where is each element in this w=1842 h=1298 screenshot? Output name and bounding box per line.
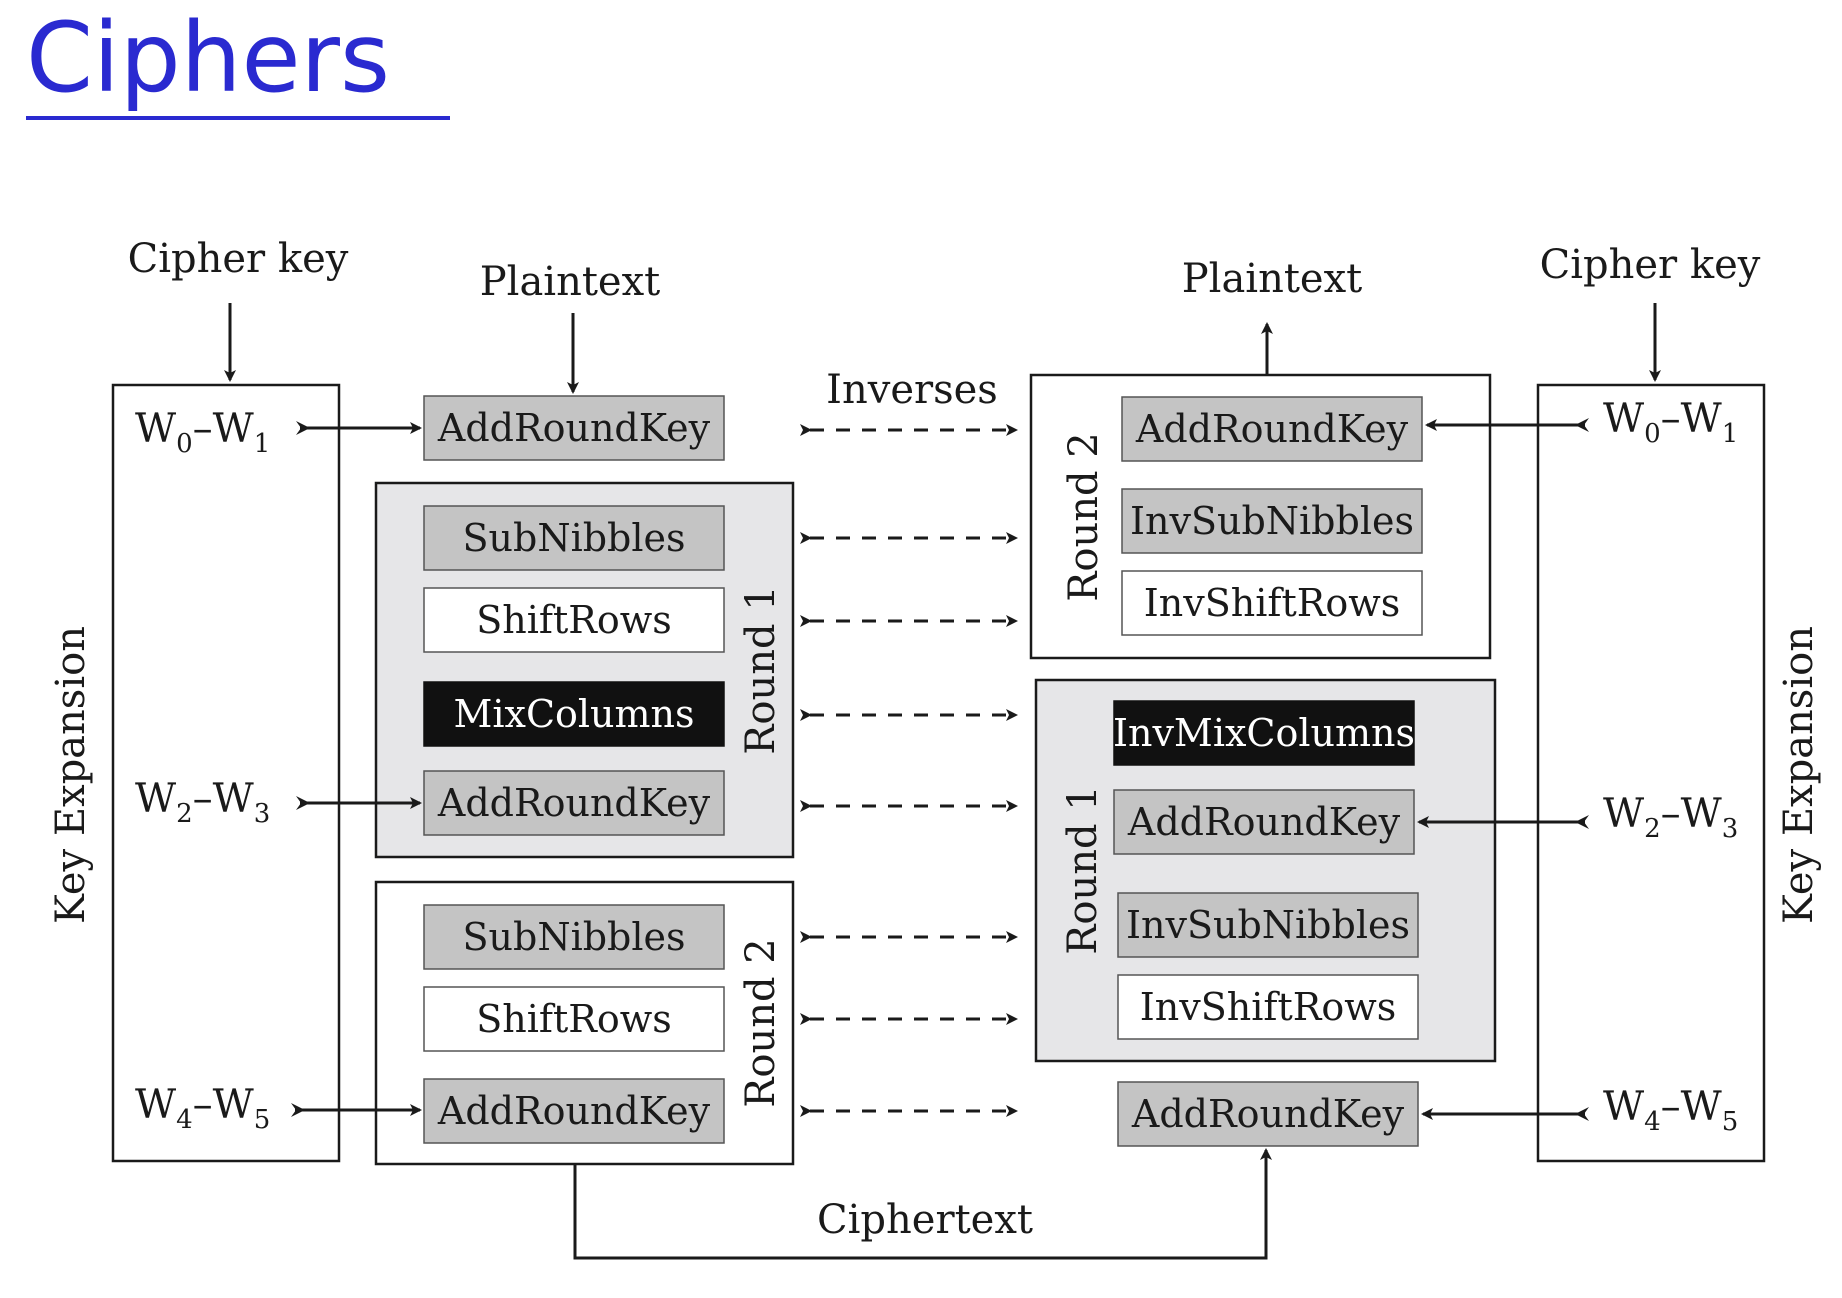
decrypt-r2-addroundkey: AddRoundKey (1121, 396, 1423, 462)
decrypt-post-addroundkey: AddRoundKey (1117, 1081, 1419, 1147)
svg-text:InvShiftRows: InvShiftRows (1144, 581, 1400, 625)
svg-text:InvSubNibbles: InvSubNibbles (1130, 499, 1414, 543)
ciphertext-path (573, 1148, 1272, 1260)
encrypt-round2-label: Round 2 (738, 938, 784, 1108)
key-word-w4-w5-right: W4–W5 (1603, 1084, 1738, 1137)
cipher-key-left-label: Cipher key (128, 236, 349, 282)
encrypt-round1-label: Round 1 (738, 585, 784, 755)
svg-text:AddRoundKey: AddRoundKey (437, 781, 711, 825)
svg-text:InvSubNibbles: InvSubNibbles (1126, 903, 1410, 947)
decrypt-r1-invsubnibbles: InvSubNibbles (1117, 892, 1419, 958)
encrypt-r2-addroundkey: AddRoundKey (423, 1078, 725, 1144)
ciphertext-label: Ciphertext (817, 1197, 1033, 1243)
svg-text:AddRoundKey: AddRoundKey (1127, 800, 1401, 844)
key-word-w0-w1-right: W0–W1 (1603, 396, 1738, 449)
decrypt-round1-label: Round 1 (1060, 785, 1106, 955)
svg-text:InvShiftRows: InvShiftRows (1140, 985, 1396, 1029)
decrypt-r2-invsubnibbles: InvSubNibbles (1121, 488, 1423, 554)
encrypt-r2-shiftrows: ShiftRows (423, 986, 725, 1052)
svg-text:AddRoundKey: AddRoundKey (1131, 1092, 1405, 1136)
svg-text:SubNibbles: SubNibbles (462, 915, 685, 959)
cipher-key-right-label: Cipher key (1540, 242, 1761, 288)
encrypt-r1-mixcolumns: MixColumns (423, 681, 725, 747)
svg-text:ShiftRows: ShiftRows (476, 997, 672, 1041)
encrypt-r1-addroundkey: AddRoundKey (423, 770, 725, 836)
key-word-w0-w1-left: W0–W1 (135, 406, 270, 459)
decrypt-r2-invshiftrows: InvShiftRows (1121, 570, 1423, 636)
svg-text:MixColumns: MixColumns (453, 692, 694, 736)
svg-text:AddRoundKey: AddRoundKey (1135, 407, 1409, 451)
key-word-w2-w3-right: W2–W3 (1603, 791, 1738, 844)
inverses-label: Inverses (826, 367, 998, 413)
inverse-arrows (800, 424, 1018, 1117)
key-word-w2-w3-left: W2–W3 (135, 776, 270, 829)
page-title: Ciphers (26, 2, 391, 114)
key-expansion-left-panel (111, 383, 341, 1163)
encrypt-r2-subnibbles: SubNibbles (423, 904, 725, 970)
key-expansion-right-label: Key Expansion (1776, 626, 1822, 924)
key-word-w4-w5-left: W4–W5 (135, 1082, 270, 1135)
key-expansion-right-panel (1536, 383, 1766, 1163)
encrypt-pre-addroundkey: AddRoundKey (423, 395, 725, 461)
encrypt-r1-subnibbles: SubNibbles (423, 505, 725, 571)
key-expansion-left-label: Key Expansion (48, 626, 94, 924)
svg-text:AddRoundKey: AddRoundKey (437, 406, 711, 450)
decrypt-r1-addroundkey: AddRoundKey (1113, 789, 1415, 855)
decrypt-r1-invmixcolumns: InvMixColumns (1113, 700, 1415, 766)
svg-text:SubNibbles: SubNibbles (462, 516, 685, 560)
title-underline (26, 116, 450, 120)
plaintext-right-label: Plaintext (1182, 256, 1363, 302)
svg-text:InvMixColumns: InvMixColumns (1113, 711, 1415, 755)
encrypt-r1-shiftrows: ShiftRows (423, 587, 725, 653)
svg-text:ShiftRows: ShiftRows (476, 598, 672, 642)
decrypt-r1-invshiftrows: InvShiftRows (1117, 974, 1419, 1040)
decrypt-round2-label: Round 2 (1061, 432, 1107, 602)
svg-text:AddRoundKey: AddRoundKey (437, 1089, 711, 1133)
plaintext-left-label: Plaintext (480, 259, 661, 305)
